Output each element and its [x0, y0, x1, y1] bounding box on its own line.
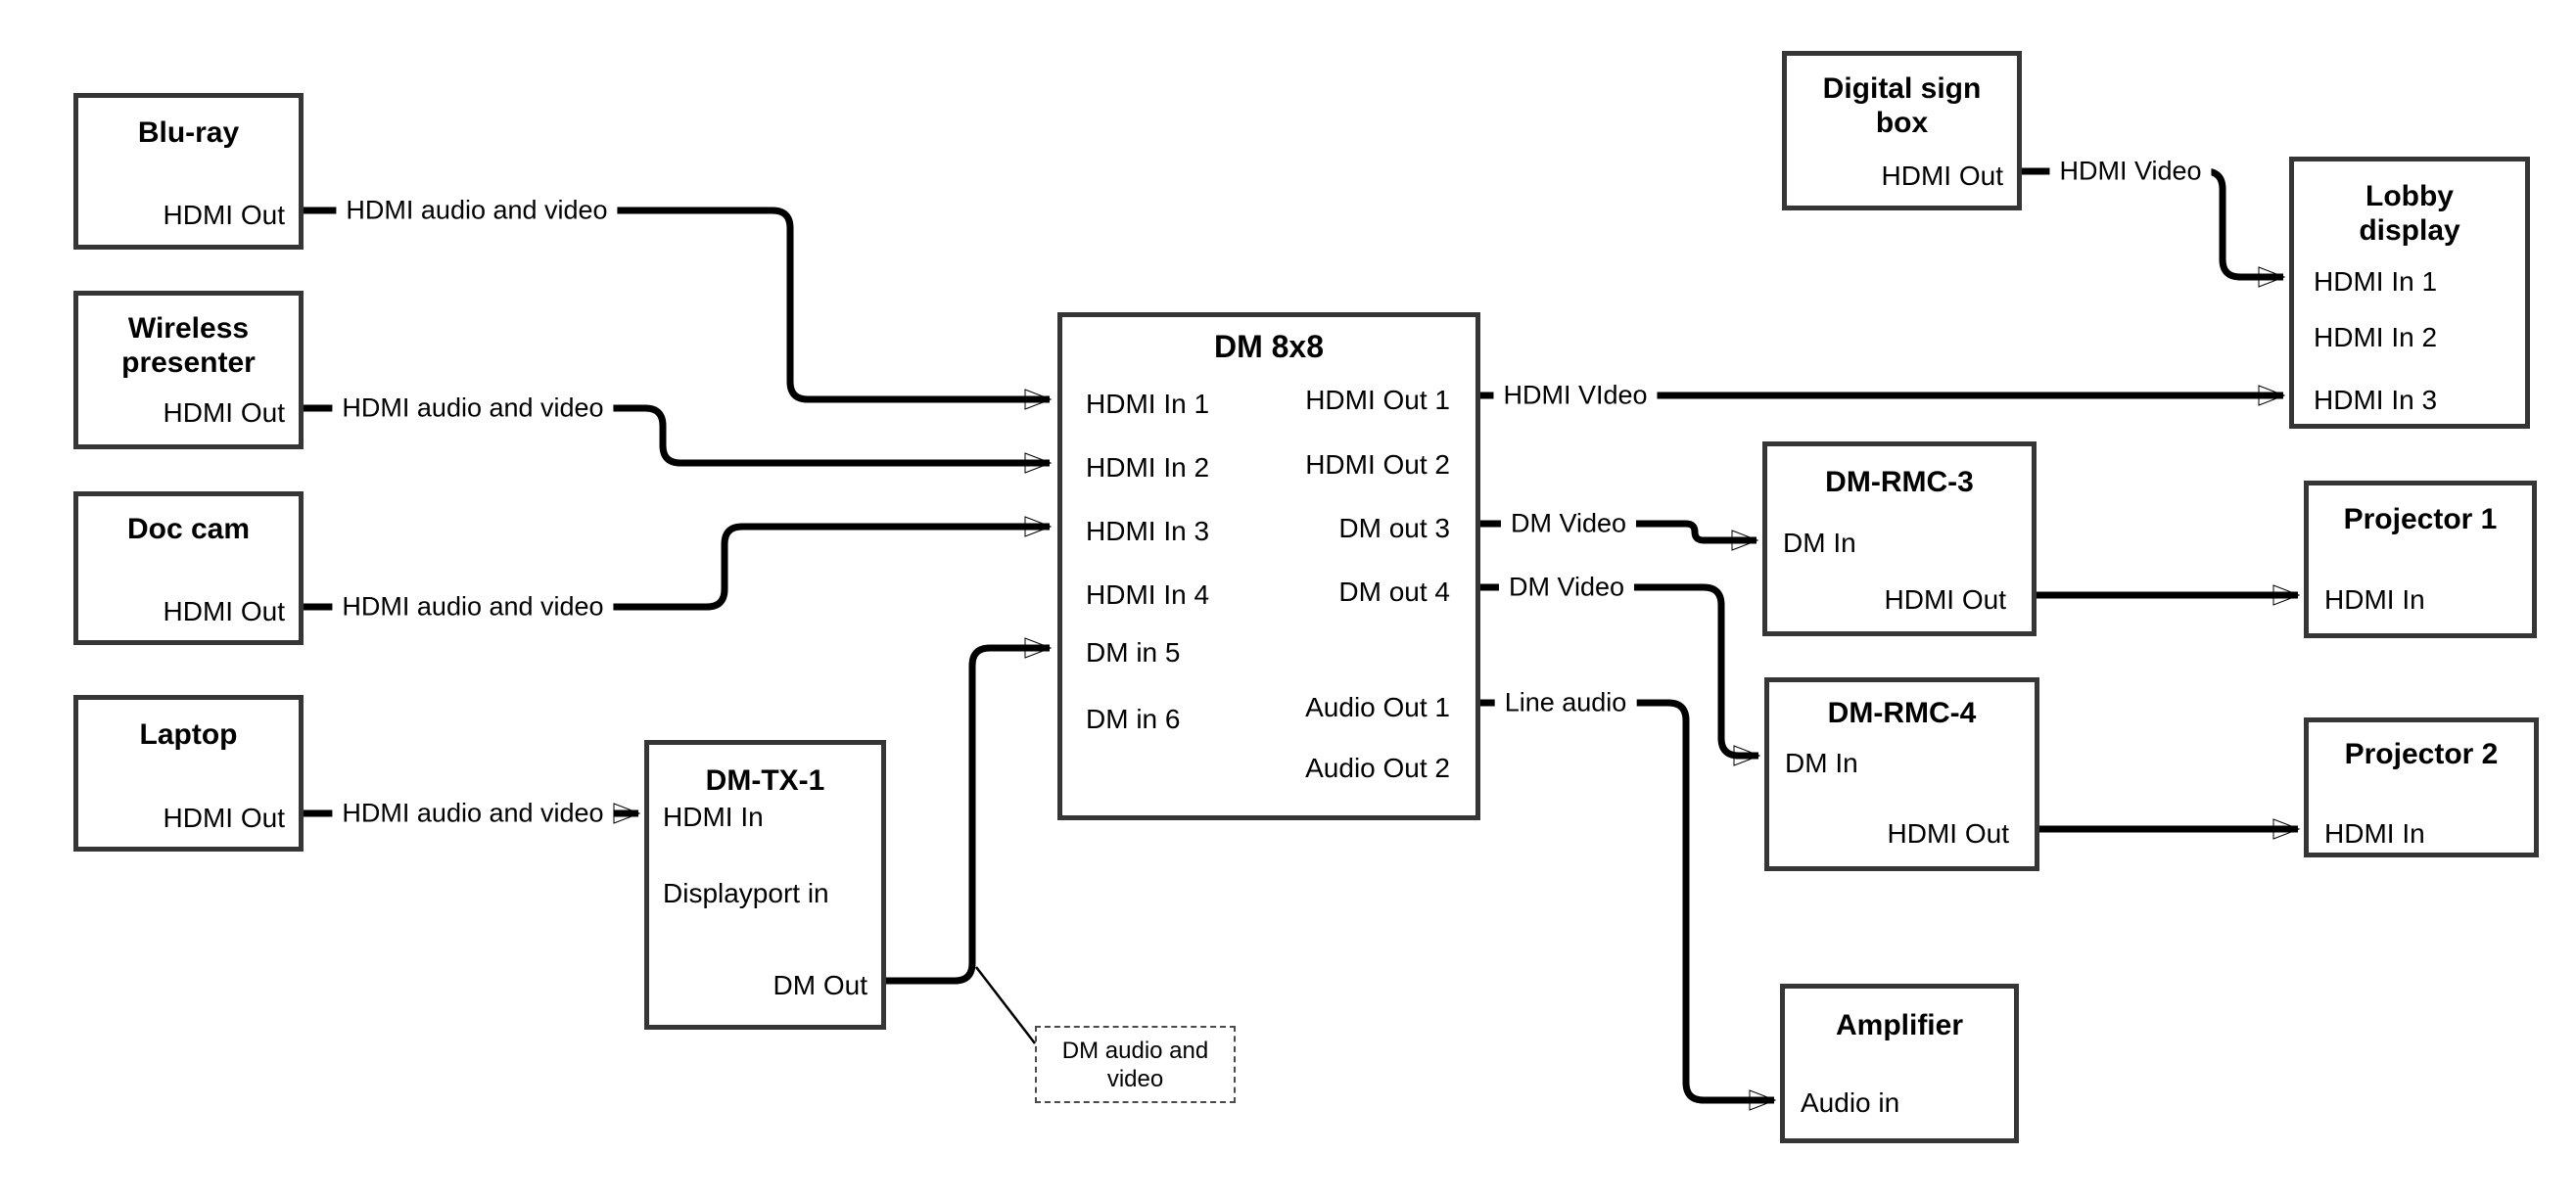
port-dm8x8-hdmi-in-3: HDMI In 3: [1086, 516, 1210, 546]
port-rmc4-hdmi-out: HDMI Out: [1887, 818, 2009, 849]
port-dm8x8-audio-out-1: Audio Out 1: [1305, 692, 1450, 722]
port-dmtx1-dm-out: DM Out: [773, 970, 867, 1000]
node-wireless-presenter: Wireless presenter HDMI Out: [73, 291, 304, 449]
node-title: DM-RMC-4: [1827, 697, 1977, 729]
port-dm8x8-hdmi-in-1: HDMI In 1: [1086, 389, 1210, 419]
wire-label-hdmi-video-out1: HDMI VIdeo: [1493, 378, 1658, 413]
port-dm8x8-audio-out-2: Audio Out 2: [1305, 753, 1450, 783]
node-title: Digital sign box: [1822, 72, 1982, 139]
wire-label-dm-video-4: DM Video: [1498, 570, 1635, 605]
callout-leader-line: [975, 966, 1036, 1044]
wire-dm8x8-audio1-to-amplifier: [1480, 699, 1777, 1111]
port-bluray-hdmi-out: HDMI Out: [163, 200, 285, 230]
node-title: DM-TX-1: [705, 764, 825, 797]
node-bluray: Blu-ray HDMI Out: [73, 93, 304, 250]
port-dm8x8-dm-in-5: DM in 5: [1086, 637, 1181, 668]
node-amplifier: Amplifier Audio in: [1780, 984, 2019, 1143]
wire-dm8x8-out4-to-rmc4: [1480, 583, 1761, 766]
node-title: Doc cam: [126, 513, 251, 545]
node-title: Projector 1: [2343, 503, 2498, 535]
callout-dm-audio-video: DM audio and video: [1035, 1026, 1236, 1103]
node-dm-8x8: DM 8x8 HDMI In 1 HDMI In 2 HDMI In 3 HDM…: [1057, 312, 1480, 820]
wire-label-bluray: HDMI audio and video: [336, 193, 618, 228]
wire-label-doccam: HDMI audio and video: [332, 589, 614, 624]
wire-label-wireless: HDMI audio and video: [332, 391, 614, 426]
port-dmtx1-displayport-in: Displayport in: [663, 878, 829, 908]
wire-label-hdmi-video-signbox: HDMI Video: [2049, 154, 2212, 189]
port-doccam-hdmi-out: HDMI Out: [163, 596, 285, 626]
port-rmc3-hdmi-out: HDMI Out: [1884, 584, 2006, 615]
node-projector-1: Projector 1 HDMI In: [2304, 481, 2537, 638]
wire-label-laptop: HDMI audio and video: [332, 796, 614, 831]
port-dm8x8-dm-out-3: DM out 3: [1338, 513, 1450, 543]
port-lobby-hdmi-in-2: HDMI In 2: [2314, 322, 2438, 352]
wire-label-line-audio: Line audio: [1494, 685, 1637, 720]
node-laptop: Laptop HDMI Out: [73, 695, 304, 852]
port-lobby-hdmi-in-1: HDMI In 1: [2314, 266, 2438, 297]
node-dm-rmc-4: DM-RMC-4 DM In HDMI Out: [1764, 677, 2039, 871]
node-title: Wireless presenter: [121, 312, 256, 379]
port-laptop-hdmi-out: HDMI Out: [163, 803, 285, 833]
callout-text: DM audio and video: [1061, 1037, 1209, 1092]
node-dm-tx-1: DM-TX-1 HDMI In Displayport in DM Out: [644, 740, 886, 1030]
node-title: Blu-ray: [137, 116, 240, 149]
node-title: Amplifier: [1835, 1009, 1964, 1041]
node-dm-rmc-3: DM-RMC-3 DM In HDMI Out: [1762, 441, 2037, 636]
port-dm8x8-dm-in-6: DM in 6: [1086, 704, 1181, 734]
port-rmc4-dm-in: DM In: [1785, 748, 1858, 778]
node-title: DM 8x8: [1213, 329, 1325, 364]
node-title: Laptop: [139, 718, 238, 751]
node-lobby-display: Lobby display HDMI In 1 HDMI In 2 HDMI I…: [2289, 157, 2530, 429]
port-dm8x8-hdmi-in-2: HDMI In 2: [1086, 452, 1210, 483]
node-title: Lobby display: [2359, 180, 2460, 247]
port-signbox-hdmi-out: HDMI Out: [1881, 161, 2003, 191]
node-projector-2: Projector 2 HDMI In: [2304, 717, 2539, 857]
port-dm8x8-hdmi-out-2: HDMI Out 2: [1305, 449, 1450, 480]
port-dm8x8-hdmi-in-4: HDMI In 4: [1086, 579, 1210, 610]
node-doc-cam: Doc cam HDMI Out: [73, 491, 304, 645]
port-dm8x8-dm-out-4: DM out 4: [1338, 577, 1450, 607]
wire-dmtx1-to-dm8x8-in5: [886, 637, 1053, 985]
port-rmc3-dm-in: DM In: [1783, 528, 1856, 558]
port-lobby-hdmi-in-3: HDMI In 3: [2314, 385, 2438, 415]
port-projector1-hdmi-in: HDMI In: [2324, 584, 2425, 615]
port-wireless-hdmi-out: HDMI Out: [163, 397, 285, 428]
port-projector2-hdmi-in: HDMI In: [2324, 818, 2425, 849]
node-title: DM-RMC-3: [1825, 466, 1974, 498]
port-amplifier-audio-in: Audio in: [1801, 1087, 1900, 1118]
node-digital-sign-box: Digital sign box HDMI Out: [1782, 51, 2022, 210]
node-title: Projector 2: [2344, 738, 2499, 770]
wire-bluray-to-dm8x8-in1: [304, 207, 1053, 410]
port-dmtx1-hdmi-in: HDMI In: [663, 802, 764, 832]
port-dm8x8-hdmi-out-1: HDMI Out 1: [1305, 385, 1450, 415]
wire-label-dm-video-3: DM Video: [1500, 506, 1637, 541]
